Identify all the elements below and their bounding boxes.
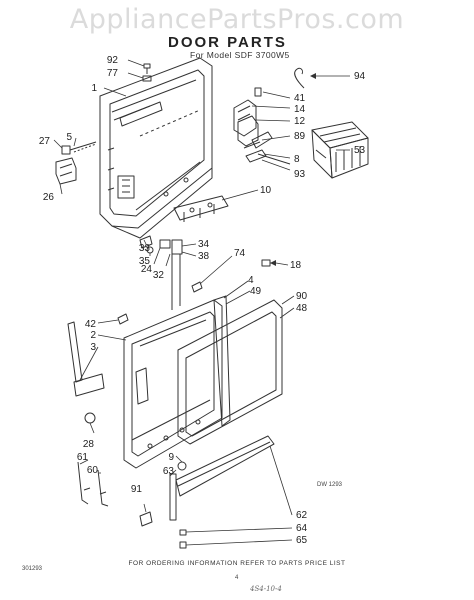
callout-18: 18	[290, 260, 302, 271]
callout-63: 63	[163, 466, 175, 477]
callout-35: 35	[139, 256, 151, 267]
outer-door-frame	[123, 299, 223, 469]
front-panel	[177, 299, 283, 445]
callout-53: 53	[354, 145, 366, 156]
callout-34: 34	[198, 239, 210, 250]
callout-90: 90	[296, 291, 308, 302]
callout-42: 42	[85, 319, 97, 330]
callout-26: 26	[43, 192, 55, 203]
callout-4: 4	[248, 275, 254, 286]
inner-door-panel	[99, 57, 213, 239]
callout-92: 92	[107, 55, 119, 66]
callout-2: 2	[90, 330, 96, 341]
model-line: For Model SDF 3700W5	[190, 50, 290, 60]
watermark: AppliancePartsPros.com	[69, 4, 405, 35]
latch-assembly	[233, 87, 291, 165]
ordering-info-footer: FOR ORDERING INFORMATION REFER TO PARTS …	[128, 560, 346, 567]
side-trim	[67, 313, 129, 397]
callout-3: 3	[90, 342, 96, 353]
callout-8: 8	[294, 154, 300, 165]
hook-94	[294, 67, 305, 89]
hinge-spring	[77, 461, 109, 507]
switch-assembly	[55, 141, 97, 185]
callout-49: 49	[250, 286, 262, 297]
callout-91: 91	[131, 484, 143, 495]
detergent-dispenser-53	[311, 121, 369, 179]
door-strip-49	[213, 295, 231, 427]
callout-27: 27	[39, 136, 51, 147]
screws-64-65	[179, 529, 187, 549]
knob-28	[84, 412, 96, 424]
clip-74	[191, 281, 203, 293]
callout-61: 61	[77, 452, 89, 463]
callout-14: 14	[294, 104, 306, 115]
callout-60: 60	[87, 465, 99, 476]
hinge-bracket-10	[173, 195, 229, 222]
screw-92	[143, 63, 151, 74]
diagram-title: DOOR PARTS	[168, 34, 287, 51]
callout-77: 77	[107, 68, 119, 79]
page-number: 4	[235, 575, 239, 581]
callout-94: 94	[354, 71, 366, 82]
clip-77	[142, 75, 152, 82]
clip-91	[139, 511, 153, 527]
callout-64: 64	[296, 523, 308, 534]
callout-48: 48	[296, 303, 308, 314]
callout-93: 93	[294, 169, 306, 180]
callout-5: 5	[66, 132, 72, 143]
callout-24: 24	[141, 264, 153, 275]
callout-28: 28	[83, 439, 95, 450]
callout-32: 32	[153, 270, 165, 281]
drawing-code: DW 1293	[317, 482, 343, 488]
callout-65: 65	[296, 535, 308, 546]
callout-41: 41	[294, 93, 306, 104]
toe-panel-62	[175, 435, 275, 497]
callout-10: 10	[260, 185, 272, 196]
callout-89: 89	[294, 131, 306, 142]
sheet-code: 301293	[22, 566, 43, 572]
callout-38: 38	[198, 251, 210, 262]
callout-74: 74	[234, 248, 246, 259]
callout-62: 62	[296, 510, 308, 521]
handwritten-note: 4S4-10-4	[250, 585, 282, 593]
callout-33: 33	[139, 243, 151, 254]
callout-9: 9	[168, 452, 174, 463]
callout-12: 12	[294, 116, 306, 127]
callout-1: 1	[91, 83, 97, 94]
hinge-hardware	[139, 235, 183, 310]
